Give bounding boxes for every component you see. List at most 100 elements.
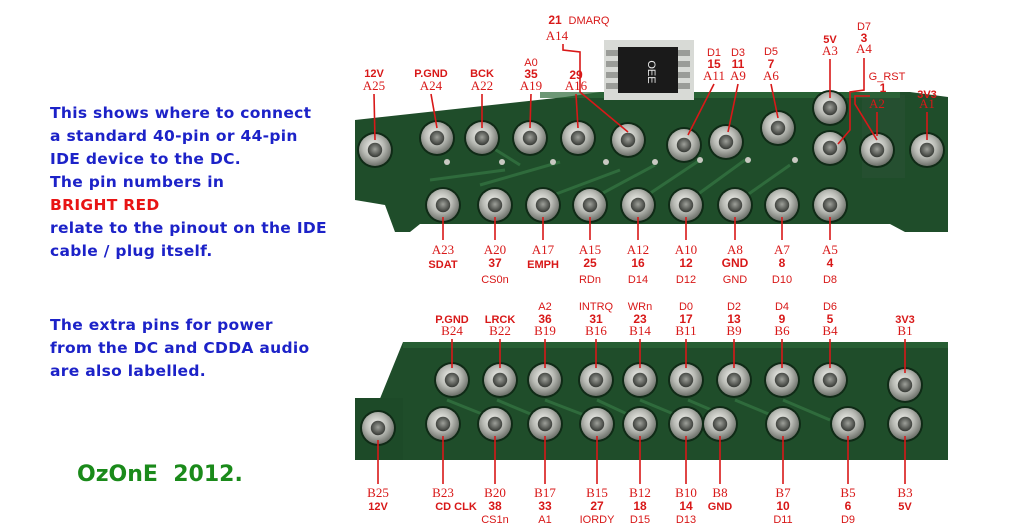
description-line: This shows where to connect: [50, 104, 312, 122]
description-line: relate to the pinout on the IDE: [50, 219, 327, 237]
pad-b11-pad: [668, 362, 704, 398]
pad-id-b3: B3: [897, 485, 912, 500]
pin-number: 36: [538, 312, 552, 326]
pin-number: 13: [727, 312, 741, 326]
pad-id-a8: A8: [727, 242, 743, 257]
pad-a3-pad: [812, 90, 848, 126]
ic-chip: OEE: [604, 40, 694, 100]
pad-b4-pad: [812, 362, 848, 398]
pad-id-a25: A25: [363, 78, 385, 93]
leader-lines: [373, 44, 928, 484]
pad-b1-pad: [887, 367, 923, 403]
signal-label: CS1n: [481, 514, 509, 526]
signal-label: D6: [823, 301, 837, 313]
pad-id-b19: B19: [534, 323, 556, 338]
pad-id-b10: B10: [675, 485, 697, 500]
signal-label: P.GND: [435, 314, 468, 326]
pad-id-b5: B5: [840, 485, 855, 500]
pad-id-b11: B11: [675, 323, 696, 338]
pad-a6-pad: [760, 110, 796, 146]
leader-line: [770, 83, 779, 119]
signal-label: A2: [538, 301, 551, 313]
pad-id-a15: A15: [579, 242, 601, 257]
pad-id-a4: A4: [856, 41, 872, 56]
pad-id-b4: B4: [822, 323, 838, 338]
pin-pads: [357, 90, 945, 446]
pad-id-b16: B16: [585, 323, 607, 338]
pad-a7-pad: [764, 187, 800, 223]
pad-b6-pad: [764, 362, 800, 398]
pad-a4-pad: [812, 130, 848, 166]
description-line: The pin numbers in: [50, 173, 225, 191]
pad-a9-pad: [708, 124, 744, 160]
pin-number: 35: [524, 67, 538, 81]
signal-label: DMARQ: [569, 15, 610, 27]
signal-label: SDAT: [428, 259, 457, 271]
signal-label: WRn: [628, 301, 652, 313]
pad-id-a23: A23: [432, 242, 454, 257]
pad-b15-pad: [579, 406, 615, 442]
pad-a25-pad: [357, 132, 393, 168]
signal-label: 12V: [368, 501, 388, 513]
pad-id-b12: B12: [629, 485, 651, 500]
signal-label: D8: [823, 274, 837, 286]
leader-line: [430, 93, 438, 129]
pad-id-b15: B15: [586, 485, 608, 500]
pin-number: 18: [633, 499, 647, 513]
signal-label: D7: [857, 21, 871, 33]
leader-line: [373, 93, 376, 141]
signal-label: EMPH: [527, 259, 559, 271]
pad-a10-pad: [668, 187, 704, 223]
pad-id-a5: A5: [822, 242, 838, 257]
pad-a24-pad: [419, 120, 455, 156]
signal-label: 5V: [823, 34, 837, 46]
signal-label: D10: [772, 274, 792, 286]
description-highlight: BRIGHT RED: [50, 196, 160, 214]
pad-a15-pad: [572, 187, 608, 223]
description-line: cable / plug itself.: [50, 242, 213, 260]
extra-note-block: The extra pins for power from the DC and…: [50, 314, 309, 383]
pad-b24-pad: [434, 362, 470, 398]
pad-id-b22: B22: [489, 323, 511, 338]
signal-label: CS0n: [481, 274, 509, 286]
pad-a22-pad: [464, 120, 500, 156]
pin-number: 7: [768, 57, 775, 71]
signal-label: D11: [773, 514, 792, 526]
pad-a14-pad: [610, 122, 646, 158]
pin-number: 5: [827, 312, 834, 326]
leader-line: [687, 83, 715, 136]
signal-label: INTRQ: [579, 301, 614, 313]
pin-number: 37: [488, 256, 502, 270]
signal-label: P.GND: [414, 68, 447, 80]
description-block: This shows where to connect a standard 4…: [50, 102, 327, 263]
signal-label: GND: [708, 501, 733, 513]
pad-id-a19: A19: [520, 78, 542, 93]
pad-id-b25: B25: [367, 485, 389, 500]
pad-id-a12: A12: [627, 242, 649, 257]
leader-line: [529, 93, 532, 129]
pin-number: 15: [707, 57, 721, 71]
signal-label: D15: [630, 514, 650, 526]
leader-line: [727, 83, 739, 133]
pin-number: 21: [548, 13, 562, 27]
pin-number: 33: [538, 499, 552, 513]
pad-b3-pad: [887, 406, 923, 442]
credit-text: OzOnE 2012.: [77, 462, 243, 487]
pad-a12-pad: [620, 187, 656, 223]
pin-number: 6: [845, 499, 852, 513]
extra-note-line: are also labelled.: [50, 362, 206, 380]
signal-label: RDn: [579, 274, 601, 286]
pad-id-b6: B6: [774, 323, 790, 338]
pin-number: 12: [679, 256, 693, 270]
pad-a8-pad: [717, 187, 753, 223]
pin-number: 1: [880, 81, 887, 95]
pad-id-b9: B9: [726, 323, 741, 338]
pad-id-b17: B17: [534, 485, 556, 500]
pad-b10-pad: [668, 406, 704, 442]
pad-id-a20: A20: [484, 242, 506, 257]
pad-a1-pad: [909, 132, 945, 168]
pin-number: 4: [827, 256, 834, 270]
pad-b17-pad: [527, 406, 563, 442]
signal-label: IORDY: [580, 514, 616, 526]
